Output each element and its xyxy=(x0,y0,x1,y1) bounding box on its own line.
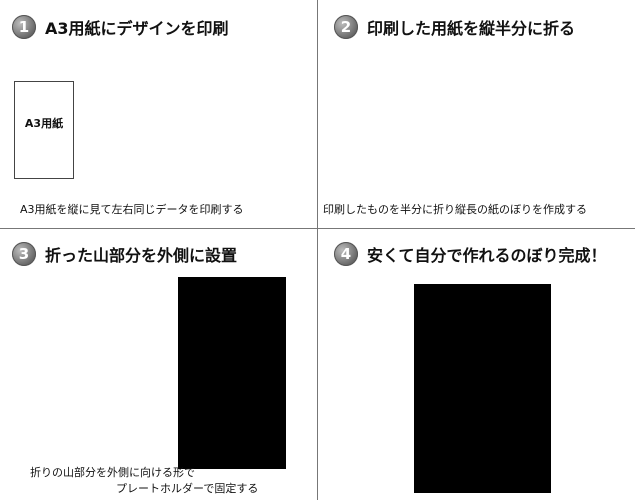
banner-char: 爆 xyxy=(229,125,250,149)
banner-char: 爆 xyxy=(264,125,285,149)
banner-char: 爆 xyxy=(352,125,373,149)
banner-char: 爆 xyxy=(463,393,494,428)
banner-char: 発 xyxy=(263,142,285,166)
banner-char: 出 xyxy=(54,301,84,336)
small-arrow-icon xyxy=(109,312,133,336)
horizontal-divider xyxy=(0,228,635,229)
clip-icon xyxy=(447,352,458,365)
step-1-caption: A3用紙を縦に見て左右同じデータを印刷する xyxy=(20,203,244,216)
banner-char: 発 xyxy=(462,427,494,462)
step-2-header: 2 印刷した用紙を縦半分に折る xyxy=(334,15,575,39)
clip-icon xyxy=(216,299,226,309)
step-3-caption-line2: プレートホルダーで固定する xyxy=(116,482,259,495)
arrow-icon xyxy=(128,345,172,403)
banner-char: 玉 xyxy=(463,359,493,394)
banner-char: 玉 xyxy=(552,110,572,134)
clip-icon xyxy=(203,408,213,420)
banner-char: 玉 xyxy=(352,107,372,131)
banner-char: 発 xyxy=(385,143,407,167)
banner-char: 玉 xyxy=(229,107,249,131)
banner-char: 爆 xyxy=(54,368,85,403)
step-2-caption: 印刷したものを半分に折り縦長の紙のぼりを作成する xyxy=(323,203,587,216)
step-3-header: 3 折った山部分を外側に設置 xyxy=(12,242,237,266)
step-title: 印刷した用紙を縦半分に折る xyxy=(367,19,576,38)
banner-pole xyxy=(439,298,527,481)
banner-char: 発 xyxy=(228,142,250,166)
banner-char: 出 xyxy=(463,325,493,360)
a3-paper: A3用紙 xyxy=(14,81,74,179)
banner-char: 爆 xyxy=(552,128,573,152)
step-title: A3用紙にデザインを印刷 xyxy=(45,19,229,38)
banner-char: 発 xyxy=(351,143,373,167)
arrow-icon xyxy=(432,95,530,161)
step-title: 折った山部分を外側に設置 xyxy=(45,246,238,265)
banner-char: 発 xyxy=(53,402,85,437)
step-title: 安くて自分で作れるのぼり完成！ xyxy=(367,246,607,265)
clip-icon xyxy=(460,305,472,315)
printer-icon xyxy=(111,103,165,143)
banner-char: 出 xyxy=(552,91,572,115)
a3-label: A3用紙 xyxy=(24,117,64,130)
step-number: 1 xyxy=(12,15,36,39)
clip-icon xyxy=(484,305,496,315)
banner-char: 出 xyxy=(352,89,372,113)
banner-char: 玉 xyxy=(386,107,406,131)
step-4-header: 4 安くて自分で作れるのぼり完成！ xyxy=(334,242,607,266)
banner-char: 爆 xyxy=(386,125,407,149)
step-1-header: 1 A3用紙にデザインを印刷 xyxy=(12,15,229,39)
step-3-caption-line1: 折りの山部分を外側に向ける形で xyxy=(30,466,195,479)
banner-char: 出 xyxy=(386,89,406,113)
banner-pole xyxy=(195,294,280,454)
banner-char: 玉 xyxy=(264,107,284,131)
step-number: 4 xyxy=(334,242,358,266)
clip-icon xyxy=(203,338,213,350)
small-arrow-icon xyxy=(109,406,133,430)
banner-char: 発 xyxy=(551,147,573,171)
vertical-divider xyxy=(317,0,318,500)
clip-icon xyxy=(238,299,248,309)
clip-icon xyxy=(447,428,458,441)
banner-char: 出 xyxy=(264,90,284,114)
step-number: 2 xyxy=(334,15,358,39)
black-background xyxy=(178,277,286,469)
banner-char: 出 xyxy=(229,90,249,114)
banner-char: 玉 xyxy=(54,335,84,370)
step-number: 3 xyxy=(12,242,36,266)
